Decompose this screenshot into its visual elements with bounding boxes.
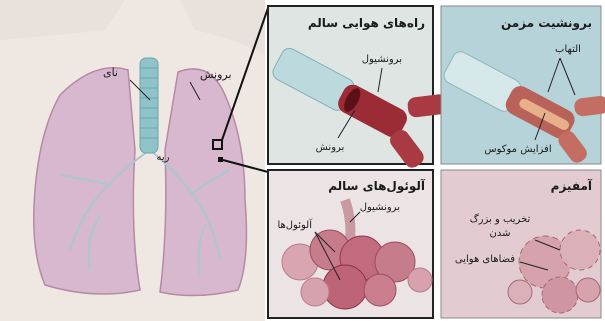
panel-title: برونشیت مزمن [501, 16, 592, 31]
destruction-label-line1: تخریب و بزرگ [470, 212, 531, 225]
panel-healthy-alveoli: آلوئول‌های سالم برونشیول آلوئول‌ها [268, 170, 433, 318]
bronchiole-stem [345, 200, 350, 240]
panel-title: آمفیزم [551, 178, 593, 194]
panel-chronic-bronchitis: برونشیت مزمن التهاب افزایش موکوس [435, 6, 605, 169]
panel-healthy-airways: راه‌های هوایی سالم برونشیول برونش [262, 6, 459, 175]
lung-figure: نای برونش ریه [0, 0, 268, 321]
panel-title: راه‌های هوایی سالم [308, 16, 425, 31]
lung-label: ریه [157, 152, 170, 163]
panel-emphysema: آمفیزم تخریب و بزرگ شدن فضاهای هوایی [441, 170, 601, 318]
alveoli-label: آلوئول‌ها [277, 218, 313, 231]
zoom-box-alveoli [218, 157, 223, 162]
mucus-increase-label: افزایش موکوس [484, 144, 551, 155]
air-spaces-label: فضاهای هوایی [455, 254, 515, 265]
trachea-shape [140, 58, 158, 153]
bronchus-label: برونش [200, 68, 232, 81]
trachea-label: نای [103, 66, 118, 79]
bronchiole-label: برونشیول [362, 54, 402, 65]
bronchus-label: برونش [316, 142, 345, 153]
inflammation-label: التهاب [555, 44, 581, 55]
panel-title: آلوئول‌های سالم [328, 178, 426, 194]
bronchiole-label: برونشیول [360, 202, 400, 213]
destruction-label-line2: شدن [490, 228, 511, 239]
